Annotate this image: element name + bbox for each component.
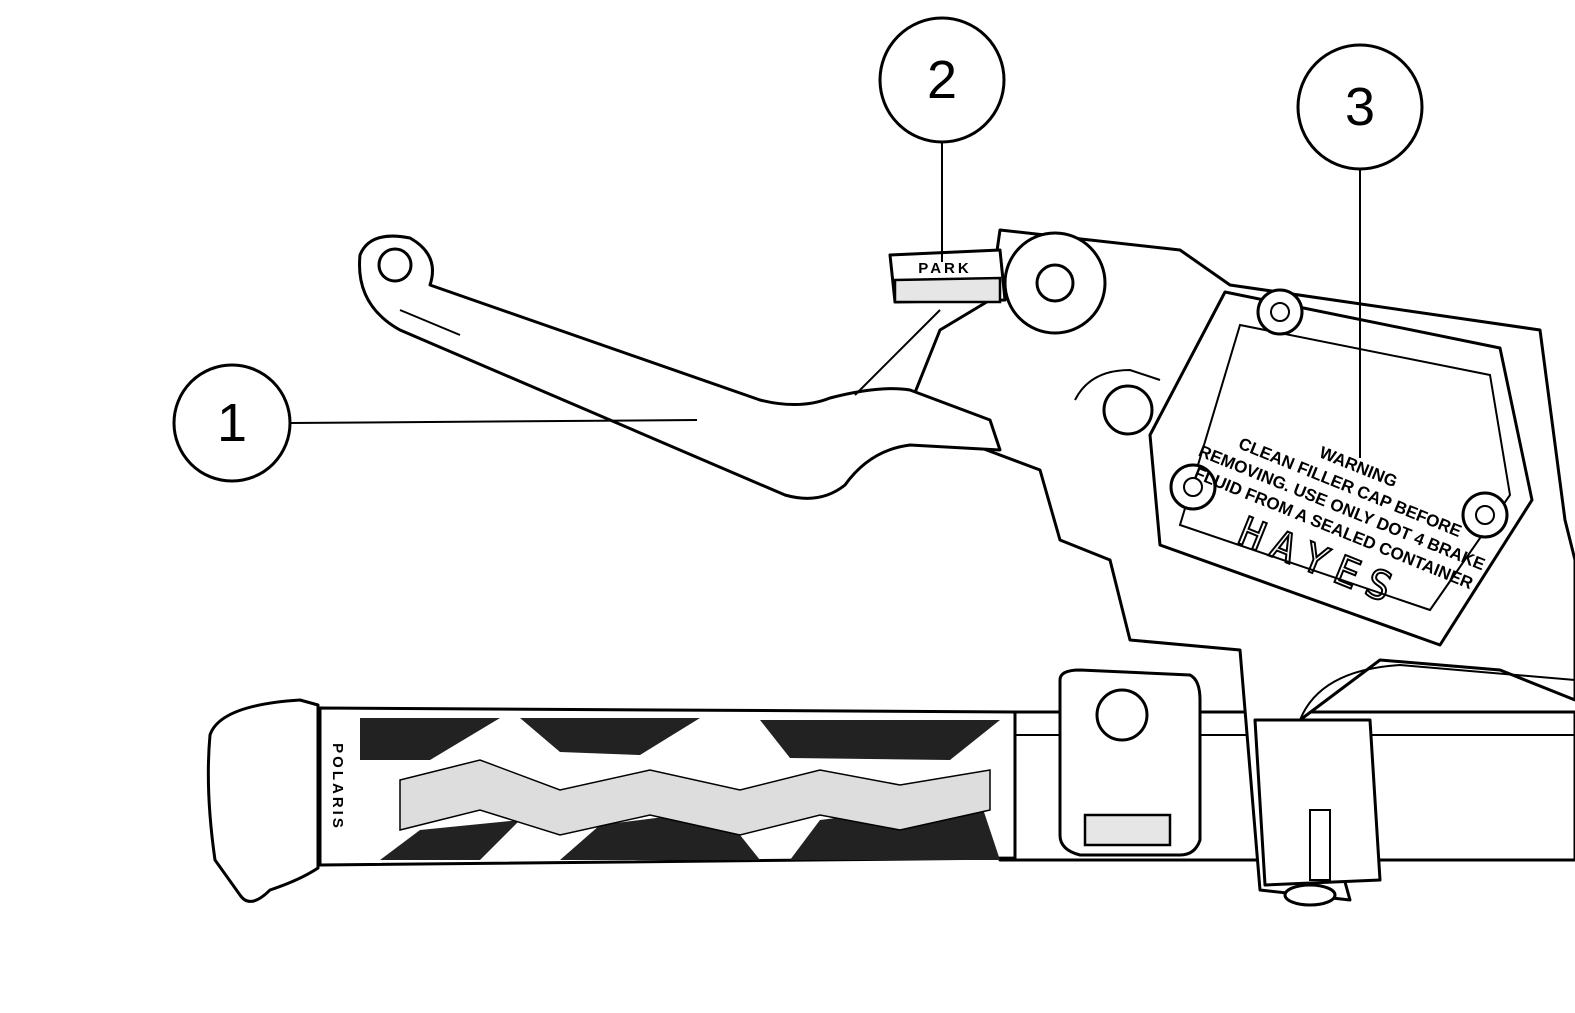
callout-number: 1 xyxy=(217,393,247,453)
callout-1: 1 xyxy=(172,363,698,483)
perch-clamp xyxy=(1253,718,1382,907)
park-label: PARK xyxy=(918,260,971,277)
callout-3: 3 xyxy=(1296,43,1424,458)
grip-brand: POLARIS xyxy=(329,743,346,831)
callout-number: 3 xyxy=(1345,77,1375,137)
cap-screw xyxy=(1169,463,1217,511)
switch-clamp xyxy=(1058,668,1202,857)
brake-lever xyxy=(358,234,1002,500)
reservoir-cap: HAYES WARNING CLEAN FILLER CAP BEFORE RE… xyxy=(1148,288,1534,647)
handgrip: POLARIS xyxy=(206,698,1017,903)
park-lock: PARK xyxy=(854,231,1107,396)
callout-2: 2 xyxy=(878,16,1006,262)
cap-screw xyxy=(1256,288,1304,336)
cap-screw xyxy=(1461,491,1509,539)
callout-number: 2 xyxy=(927,50,957,110)
